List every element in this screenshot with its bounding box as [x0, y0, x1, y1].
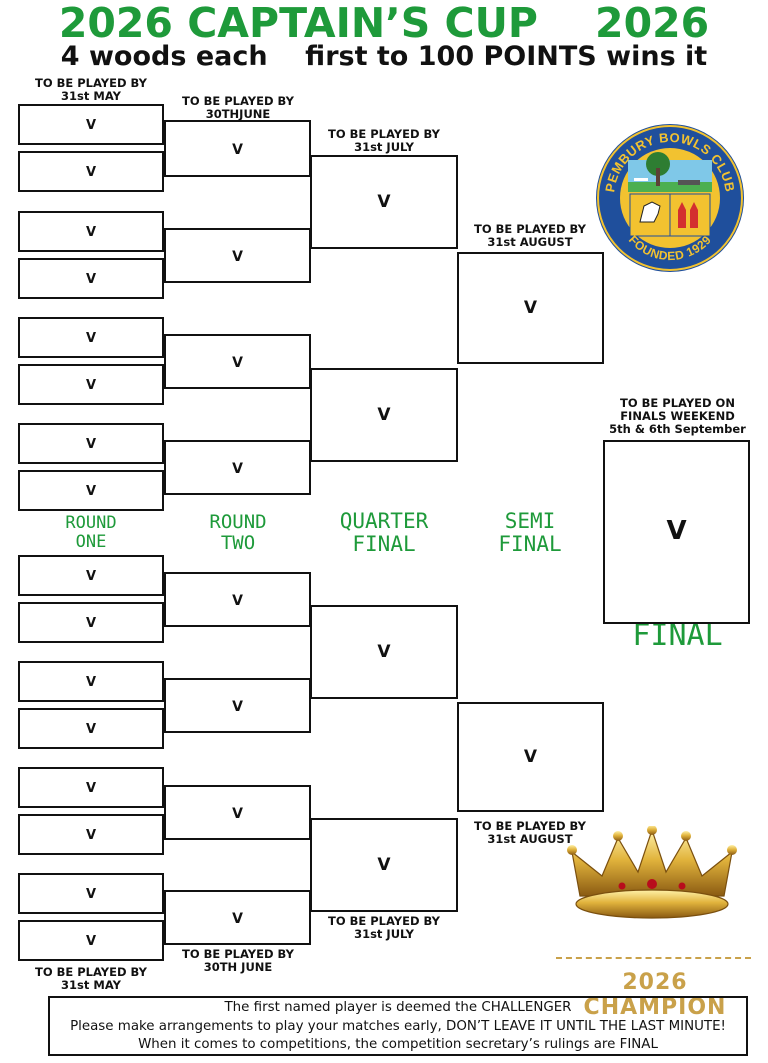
- quarter-final-match: V: [310, 368, 458, 462]
- round-two-match: V: [164, 785, 311, 840]
- page-subtitle: 4 woods each first to 100 POINTS wins it: [60, 41, 708, 72]
- deadline-round-one-top: TO BE PLAYED BY 31st MAY: [34, 76, 147, 103]
- match-versus-label: V: [85, 484, 97, 499]
- match-versus-label: V: [85, 828, 97, 843]
- quarter-final-label: QUARTER FINAL: [339, 509, 429, 556]
- match-versus-label: V: [85, 272, 97, 287]
- semi-final-match: V: [457, 252, 604, 364]
- quarter-final-match: V: [310, 818, 458, 912]
- footer-line-2: Please make arrangements to play your ma…: [70, 1018, 726, 1034]
- round-two-match: V: [164, 228, 311, 283]
- round-one-slot: V: [18, 151, 164, 192]
- page-title: 2026 CAPTAIN’S CUP 2026: [58, 0, 710, 47]
- round-one-slot: V: [18, 364, 164, 405]
- round-one-slot: V: [18, 767, 164, 808]
- footer-line-1: The first named player is deemed the CHA…: [224, 1000, 572, 1015]
- match-versus-label: V: [232, 354, 243, 371]
- match-versus-label: V: [85, 569, 97, 584]
- quarter-final-match: V: [310, 605, 458, 699]
- round-one-slot: V: [18, 708, 164, 749]
- deadline-semi-bottom: TO BE PLAYED BY 31st AUGUST: [473, 819, 586, 846]
- deadline-semi-top: TO BE PLAYED BY 31st AUGUST: [473, 222, 586, 249]
- match-versus-label: V: [85, 934, 97, 949]
- match-versus-label: V: [85, 616, 97, 631]
- match-versus-label: V: [377, 855, 391, 875]
- round-one-slot: V: [18, 423, 164, 464]
- match-versus-label: V: [523, 298, 538, 318]
- round-two-match: V: [164, 440, 311, 495]
- deadline-round-two-bottom: TO BE PLAYED BY 30TH JUNE: [181, 947, 294, 974]
- round-one-slot: V: [18, 920, 164, 961]
- round-one-slot: V: [18, 470, 164, 511]
- champion-divider: [556, 957, 751, 959]
- round-one-slot: V: [18, 258, 164, 299]
- round-one-slot: V: [18, 104, 164, 145]
- match-versus-label: V: [377, 405, 391, 425]
- round-two-match: V: [164, 890, 311, 945]
- round-two-label: ROUND TWO: [209, 511, 267, 554]
- round-two-match: V: [164, 678, 311, 733]
- deadline-round-two-top: TO BE PLAYED BY 30THJUNE: [181, 94, 294, 121]
- round-one-slot: V: [18, 661, 164, 702]
- match-versus-label: V: [85, 437, 97, 452]
- deadline-final: TO BE PLAYED ON FINALS WEEKEND 5th & 6th…: [609, 396, 746, 436]
- match-versus-label: V: [377, 192, 391, 212]
- match-versus-label: V: [666, 516, 687, 546]
- round-one-slot: V: [18, 814, 164, 855]
- round-one-slot: V: [18, 602, 164, 643]
- deadline-quarter-top: TO BE PLAYED BY 31st JULY: [327, 127, 440, 154]
- quarter-final-match: V: [310, 155, 458, 249]
- footer-rules: The first named player is deemed the CHA…: [48, 996, 748, 1056]
- match-versus-label: V: [232, 698, 243, 715]
- match-versus-label: V: [85, 722, 97, 737]
- match-versus-label: V: [232, 592, 243, 609]
- match-versus-label: V: [523, 747, 538, 767]
- round-two-match: V: [164, 334, 311, 389]
- footer-line-3: When it comes to competitions, the compe…: [138, 1037, 658, 1053]
- semi-final-match: V: [457, 702, 604, 812]
- match-versus-label: V: [85, 675, 97, 690]
- match-versus-label: V: [85, 225, 97, 240]
- final-match: V: [603, 440, 750, 624]
- champion-label: 2026 CHAMPION: [583, 970, 727, 1020]
- match-versus-label: V: [232, 805, 243, 822]
- match-versus-label: V: [85, 378, 97, 393]
- match-versus-label: V: [232, 910, 243, 927]
- crown-icon: [567, 826, 737, 919]
- match-versus-label: V: [232, 460, 243, 477]
- match-versus-label: V: [85, 118, 97, 133]
- match-versus-label: V: [85, 887, 97, 902]
- round-two-match: V: [164, 572, 311, 627]
- semi-final-label: SEMI FINAL: [498, 509, 562, 556]
- round-two-match: V: [164, 120, 311, 177]
- round-one-slot: V: [18, 211, 164, 252]
- match-versus-label: V: [232, 248, 243, 265]
- round-one-slot: V: [18, 873, 164, 914]
- match-versus-label: V: [232, 141, 243, 158]
- round-one-slot: V: [18, 555, 164, 596]
- round-one-slot: V: [18, 317, 164, 358]
- club-logo: PEMBURY BOWLS CLUB FOUNDED 1929: [596, 124, 744, 272]
- match-versus-label: V: [85, 331, 97, 346]
- deadline-quarter-bottom: TO BE PLAYED BY 31st JULY: [327, 914, 440, 941]
- match-versus-label: V: [377, 642, 391, 662]
- round-one-label: ROUND ONE: [65, 513, 117, 552]
- deadline-round-one-bottom: TO BE PLAYED BY 31st MAY: [34, 965, 147, 992]
- match-versus-label: V: [85, 781, 97, 796]
- match-versus-label: V: [85, 165, 97, 180]
